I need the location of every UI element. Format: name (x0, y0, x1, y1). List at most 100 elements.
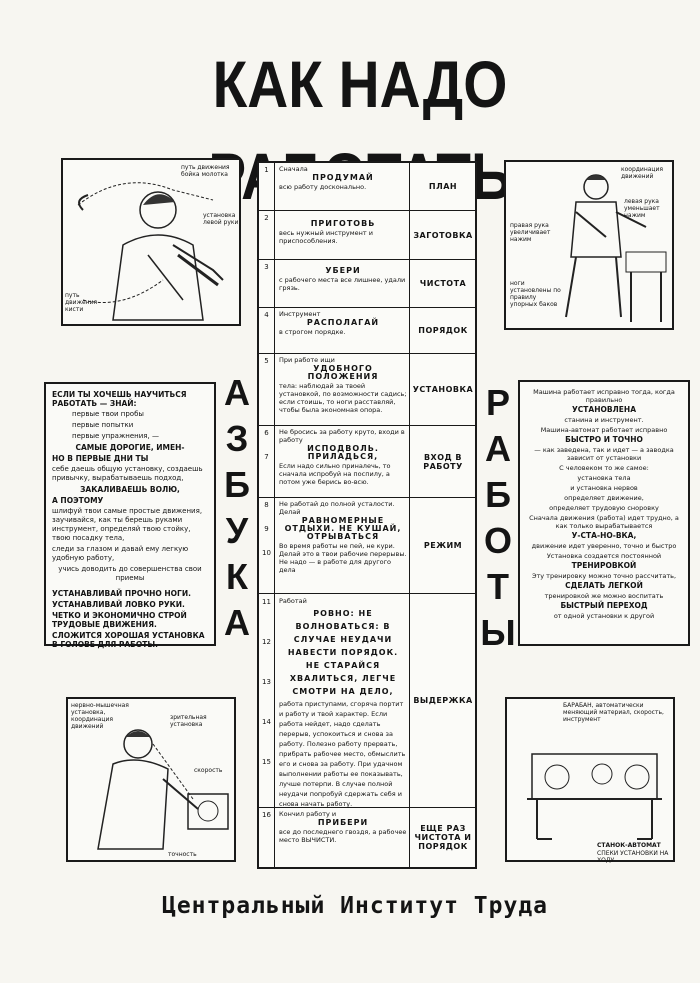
row-number-part: 11 (262, 598, 271, 606)
right-line: Эту тренировку можно точно рассчитать, (531, 572, 677, 580)
row-title: УДОБНОГО ПОЛОЖЕНИЯ (307, 364, 379, 381)
letter: Т (487, 566, 509, 607)
right-line: — как заведена, так и идет — а заводка з… (534, 446, 674, 462)
row-pre: Инструмент (279, 310, 321, 318)
left-line: ЗАКАЛИВАЕШЬ ВОЛЮ, (80, 485, 180, 494)
left-line: САМЫЕ ДОРОГИЕ, ИМЕН- (75, 443, 185, 452)
right-line: С человеком то же самое: (559, 464, 649, 472)
label-coordination: координация движений (621, 166, 664, 180)
left-text-box: ЕСЛИ ТЫ ХОЧЕШЬ НАУЧИТЬСЯ РАБОТАТЬ — ЗНАЙ… (44, 382, 216, 649)
left-line: НО В ПЕРВЫЕ ДНИ ТЫ (52, 454, 149, 463)
row-number-part: 10 (262, 549, 271, 557)
row-pre: При работе ищи (279, 356, 335, 364)
illustration-lathe-worker: нервно-мышечная установка, координация д… (66, 697, 236, 862)
row-number: 16 (259, 808, 275, 867)
left-text-heading: ЕСЛИ ТЫ ХОЧЕШЬ НАУЧИТЬСЯ РАБОТАТЬ — ЗНАЙ… (52, 390, 187, 408)
left-line: следи за глазом и давай ему легкую удобн… (52, 545, 189, 562)
label-drum: БАРАБАН, автоматически меняющий материал… (563, 702, 664, 723)
right-line: определяет трудовую сноровку (549, 504, 659, 512)
right-line: БЫСТРЫЙ ПЕРЕХОД (560, 601, 648, 610)
left-line: СЛОЖИТСЯ ХОРОШАЯ УСТАНОВКА В ГОЛОВЕ ДЛЯ … (52, 631, 205, 649)
letter: Б (224, 464, 250, 505)
row-category: ПОРЯДОК (409, 308, 476, 353)
row-title: РАВНОМЕРНЫЕ ОТДЫХИ. НЕ КУШАЙ, ОТРЫВАТЬСЯ (284, 516, 402, 541)
row-pre: Сначала (279, 165, 308, 173)
row-category: РЕЖИМ (409, 498, 476, 593)
right-line: от одной установки к другой (553, 612, 655, 620)
row-number-part: 14 (262, 718, 271, 726)
footer-institute: Центральный Институт Труда (161, 893, 549, 919)
label-wrist-path: путь движения кисти (65, 292, 98, 313)
right-line: УСТАНОВЛЕНА (571, 405, 636, 414)
right-line: тренировкой же можно воспитать (544, 592, 664, 600)
left-line: учись доводить до совершенства свои прие… (58, 565, 202, 582)
right-line: СДЕЛАТЬ ЛЕГКОЙ (565, 581, 643, 590)
vertical-word-raboty: Р А Б О Т Ы (478, 385, 518, 661)
row-category: ВЫДЕРЖКА (409, 594, 476, 807)
row-pre: Не работай до полной усталости. Делай (279, 500, 395, 516)
right-line: станина и инструмент. (564, 416, 644, 424)
poster-title: КАК НАДО РАБОТАТЬ (208, 47, 512, 213)
row-post: в строгом порядке. (279, 328, 346, 336)
illustration-auto-lathe: БАРАБАН, автоматически меняющий материал… (505, 697, 675, 864)
row-number-part: 9 (264, 525, 269, 533)
row-category: ВХОД В РАБОТУ (409, 426, 476, 497)
left-line: шлифуй твои самые простые движения, зауч… (52, 507, 203, 542)
right-line: ТРЕНИРОВКОЙ (571, 561, 637, 570)
row-post: с рабочего места все лишнее, удали грязь… (279, 276, 406, 292)
right-line: Машина-автомат работает исправно (540, 426, 668, 434)
label-auto-lathe: СТАНОК-АВТОМАТ (597, 842, 661, 849)
left-line: УСТАНАВЛИВАЙ ЛОВКО РУКИ. (52, 600, 185, 609)
row-number: 4 (259, 308, 275, 353)
row-number: 3 (259, 260, 275, 307)
row-pre: Кончил работу и (279, 810, 337, 818)
left-line: ЧЕТКО И ЭКОНОМИЧНО СТРОЙ ТРУДОВЫЕ ДВИЖЕН… (52, 611, 187, 629)
letter: У (225, 510, 249, 551)
label-setup: СПЕКИ УСТАНОВКИ НА ХОДУ (597, 850, 669, 864)
left-line: первые попытки (72, 421, 134, 429)
hammer-worker-drawing (77, 182, 224, 321)
row-title: РАСПОЛАГАЙ (306, 318, 380, 327)
filing-worker-drawing (565, 174, 667, 322)
illustration-hammer-worker: путь движения бойка молотка установка ле… (61, 158, 241, 326)
right-line: БЫСТРО И ТОЧНО (565, 435, 643, 444)
right-line: определяет движение, (564, 494, 644, 502)
letter: Р (485, 382, 510, 423)
row-number-part: 13 (262, 678, 271, 686)
row-category: ЕЩЕ РАЗ ЧИСТОТА И ПОРЯДОК (409, 808, 476, 867)
left-line: себе даешь общую установку, создаешь при… (52, 465, 203, 482)
label-left-hand: установка левой руки (203, 212, 239, 226)
row-title: ПРИГОТОВЬ (310, 219, 376, 228)
row-title: ИСПОДВОЛЬ. ПРИЛАДЬСЯ, (307, 444, 379, 461)
right-line: Машина работает исправно тогда, когда пр… (533, 388, 675, 404)
row-category: УСТАНОВКА (409, 354, 476, 425)
row-category: ПЛАН (409, 163, 476, 210)
row-category: ЗАГОТОВКА (409, 211, 476, 259)
row-number-part: 8 (264, 501, 269, 509)
letter: Ы (480, 612, 516, 653)
right-line: Установка создается постоянной (546, 552, 662, 560)
label-left-hand-pressure: левая рука уменьшает нажим (624, 198, 660, 219)
right-line: Сначала движения (работа) идет трудно, а… (529, 514, 679, 530)
letter: А (485, 428, 511, 469)
row-post: все до последнего гвоздя, а рабочее мест… (279, 828, 407, 844)
row-post: весь нужный инструмент и приспособления. (279, 229, 373, 245)
left-line: первые твои пробы (72, 410, 144, 418)
row-number: 8 9 10 (259, 498, 275, 593)
row-number-part: 7 (264, 453, 269, 461)
row-post: Во время работы не пей, не кури. Делай э… (279, 542, 407, 574)
row-title: РОВНО: НЕ ВОЛНОВАТЬСЯ: В СЛУЧАЕ НЕУДАЧИ … (287, 609, 399, 696)
left-line: А ПОЭТОМУ (52, 496, 104, 505)
label-accuracy: точность (168, 851, 197, 858)
right-line: и установка нервов (570, 484, 638, 492)
row-post: тела: наблюдай за твоей установкой, по в… (279, 382, 407, 414)
letter: Б (485, 474, 511, 515)
row-number-part: 15 (262, 758, 271, 766)
letter: О (483, 520, 512, 561)
